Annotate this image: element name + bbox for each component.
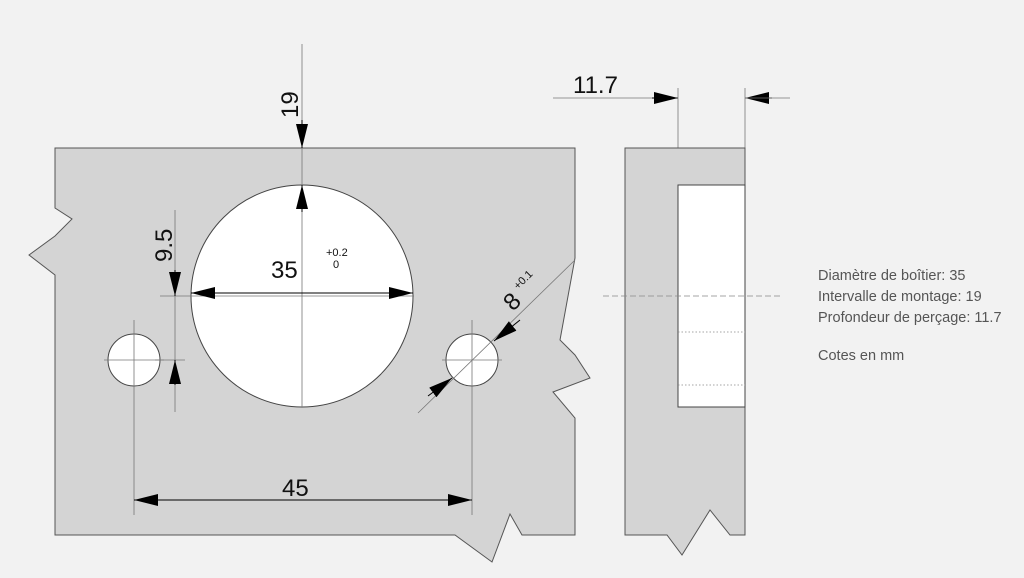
dim-8-arrow-outer <box>493 319 521 342</box>
legend-mounting-interval: Intervalle de montage: 19 <box>818 289 982 305</box>
legend-units: Cotes en mm <box>818 348 905 364</box>
legend-drilling-depth: Profondeur de perçage: 11.7 <box>818 310 1002 326</box>
dim-35-label: 35 <box>271 257 298 284</box>
dim-19-label: 19 <box>277 91 304 118</box>
legend: Diamètre de boîtier: 35 Intervalle de mo… <box>818 266 1002 367</box>
dim-11-7-label: 11.7 <box>573 72 618 99</box>
side-hidden-lines <box>603 295 780 386</box>
dim-35-tol-upper: +0.2 <box>326 247 348 259</box>
dimension-arrows <box>134 92 772 506</box>
dim-9-5-label: 9.5 <box>151 229 178 262</box>
legend-spacer <box>818 329 1002 346</box>
dim-45-label: 45 <box>282 475 309 502</box>
dim-8-arrow-inner <box>427 377 453 398</box>
dim-35-tol-lower: 0 <box>333 259 339 271</box>
legend-cup-diameter: Diamètre de boîtier: 35 <box>818 268 966 284</box>
